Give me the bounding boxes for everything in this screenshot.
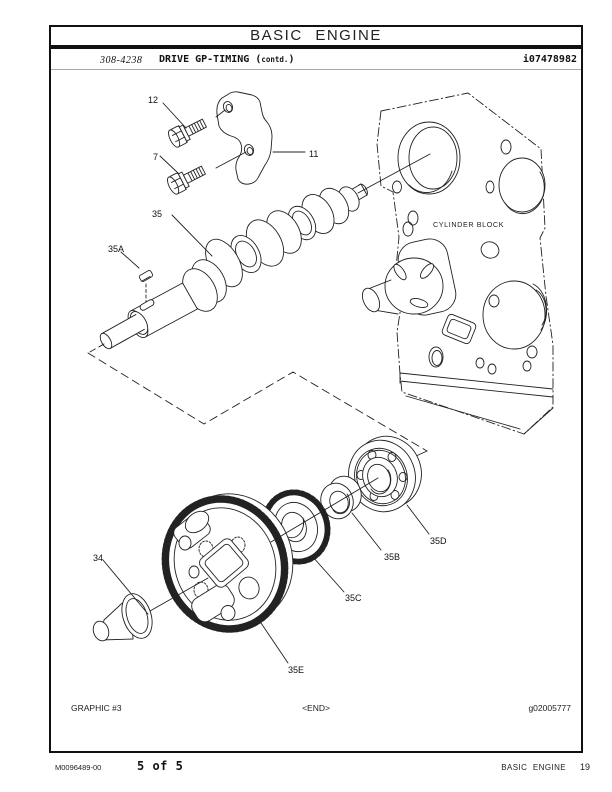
callout-11: 11	[309, 149, 318, 159]
page-header-box: BASIC ENGINE	[49, 25, 583, 47]
callout-34: 34	[93, 553, 103, 563]
callout-7: 7	[153, 152, 158, 162]
callout-12: 12	[148, 95, 158, 105]
bolt-7-drawing	[167, 165, 206, 195]
callout-35D: 35D	[430, 536, 447, 546]
callout-35C: 35C	[345, 593, 362, 603]
form-number: 308-4238	[100, 55, 143, 66]
callout-35A: 35A	[108, 244, 124, 254]
bracket-drawing	[216, 91, 273, 185]
media-number: i07478982	[522, 54, 577, 65]
page-title: BASIC ENGINE	[250, 27, 382, 44]
bolt-7-alignment-line	[215, 151, 247, 169]
footer-section: BASIC ENGINE 19	[501, 762, 590, 772]
bolt-12-drawing	[168, 118, 207, 148]
footer-page-number: 19	[579, 762, 590, 772]
section-title-contd: contd.	[261, 55, 289, 64]
callout-labels: 12 7 11 35 35A 34 35B 35C 35D 35E	[93, 95, 447, 675]
title-divider	[51, 69, 581, 70]
callout-35E: 35E	[288, 665, 304, 675]
leader-lines	[102, 102, 431, 664]
cone-drawing	[92, 593, 153, 642]
woodruff-key-drawing	[138, 270, 154, 303]
graphic-id: g02005777	[528, 703, 571, 713]
camshaft-drawing	[99, 183, 368, 350]
footer-page-indicator: 5 of 5	[137, 759, 184, 773]
bolt-12-alignment-line	[215, 109, 226, 118]
cylinder-block-drawing: CYLINDER BLOCK	[361, 92, 554, 435]
callout-35B: 35B	[384, 552, 400, 562]
diagram-frame	[49, 47, 583, 753]
balancer-gear-drawing	[161, 493, 294, 633]
section-title-close: )	[288, 54, 295, 65]
graphic-label: GRAPHIC #3	[71, 703, 122, 713]
end-marker: <END>	[302, 703, 330, 713]
section-title-text: DRIVE GP-TIMING (	[159, 54, 262, 65]
callout-35: 35	[152, 209, 162, 219]
footer-section-title: BASIC ENGINE	[501, 763, 566, 772]
section-title: DRIVE GP-TIMING (contd.)	[159, 54, 294, 65]
bearing-drawing	[348, 435, 422, 513]
cylinder-block-label: CYLINDER BLOCK	[433, 220, 504, 229]
footer-doc-code: M0096489-00	[55, 763, 102, 772]
